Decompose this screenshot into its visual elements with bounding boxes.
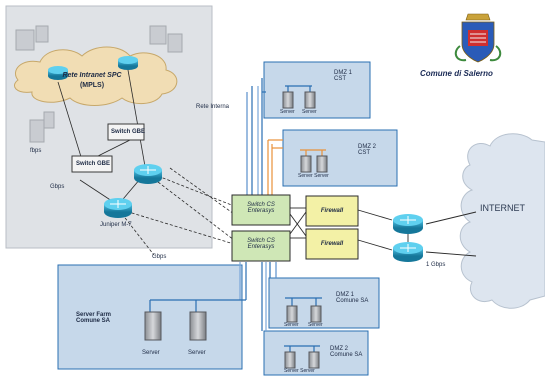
gbps-left-label: Gbps	[50, 184, 65, 190]
logo-text: Comune di Salerno	[420, 69, 493, 78]
server-label: Server	[308, 322, 323, 328]
internet-cloud	[459, 133, 545, 309]
dashed-links	[121, 167, 235, 256]
dmz1-cst-label: DMZ 1 CST	[334, 70, 352, 83]
server-label: Server	[280, 109, 295, 115]
server-label: Server	[188, 350, 206, 356]
dmz2-cst-label: DMZ 2 CST	[358, 144, 376, 157]
server-label: Server	[302, 109, 317, 115]
switch-cs-2	[231, 230, 291, 262]
server-farm-label: Server Farm Comune SA	[76, 312, 112, 325]
router-icon	[118, 56, 138, 70]
server-label: Server	[284, 322, 299, 328]
server-label: Server	[142, 350, 160, 356]
server-label: Server Server	[284, 368, 315, 374]
rete-interna-label: Rete Interna	[196, 104, 230, 110]
router-icon	[393, 242, 423, 262]
firewall-2-label: Firewall	[320, 241, 344, 247]
router-icon	[104, 198, 132, 218]
switch-gbe-2-label: Switch GBE	[76, 161, 111, 167]
gbps-mid-label: Gbps	[152, 254, 167, 260]
fbps-label: fbps	[30, 148, 42, 154]
perimeter-links	[289, 207, 477, 257]
internal-network-lines	[246, 78, 283, 196]
cube-icon	[15, 25, 183, 143]
switch-gbe-1-label: Switch GBE	[111, 129, 146, 135]
juniper-label: Juniper M-7	[100, 222, 132, 228]
gbps-right-label: 1 Gbps	[426, 262, 446, 268]
firewall-1	[305, 195, 359, 227]
firewall-1-label: Firewall	[320, 208, 344, 214]
dmz2-comune-label: DMZ 2 Comune SA	[330, 346, 363, 359]
server-icon	[144, 91, 328, 369]
switch-gbe-2	[71, 155, 113, 173]
dmz1-cst-box	[263, 61, 371, 119]
router-icon	[48, 66, 68, 80]
mpls-label: (MPLS)	[79, 82, 105, 89]
crest-logo	[454, 13, 502, 63]
dmz1-comune-label: DMZ 1 Comune SA	[336, 292, 369, 305]
switch-cs-1	[231, 194, 291, 226]
switch-cs-2-label: Switch CS Enterasys	[247, 238, 275, 251]
router-icon	[393, 214, 423, 234]
rete-intranet-label: Rete Intranet SPC	[62, 72, 122, 79]
downlinks	[149, 85, 326, 352]
switch-gbe-1	[107, 123, 145, 141]
switch-cs-1-label: Switch CS Enterasys	[247, 202, 275, 215]
internet-label: INTERNET	[480, 203, 525, 213]
server-label: Server Server	[298, 173, 329, 179]
router-icon	[134, 164, 162, 184]
firewall-2	[305, 228, 359, 260]
